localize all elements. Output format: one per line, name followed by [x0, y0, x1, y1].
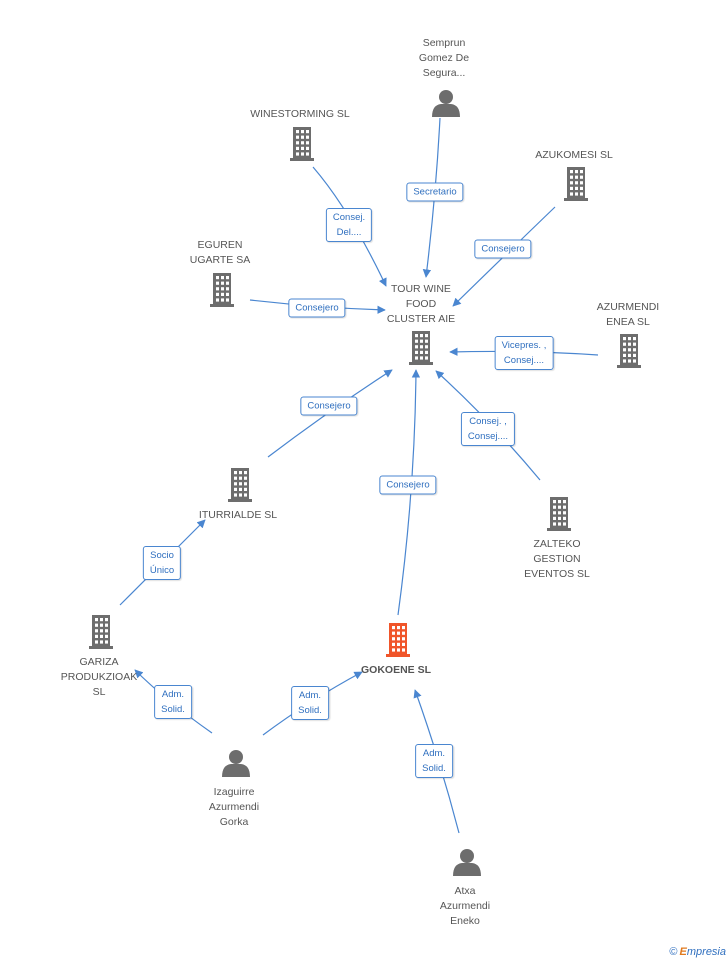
- node-label-line: UGARTE SA: [189, 254, 251, 266]
- node-label-line: Gorka: [219, 816, 249, 828]
- person-icon-atxa[interactable]: [453, 849, 481, 876]
- node-label-tour[interactable]: TOUR WINE FOOD CLUSTER AIE: [387, 282, 455, 327]
- edge-label-line: Socio: [150, 550, 174, 561]
- node-label-line: TOUR WINE: [391, 283, 451, 295]
- node-label-line: Segura...: [422, 67, 466, 79]
- building-icon-azurmendi_enea[interactable]: [617, 334, 641, 368]
- edge-label-winestorming-to-tour[interactable]: Consej. Del....: [325, 208, 373, 242]
- building-icon-tour[interactable]: [409, 331, 433, 365]
- edge-label-line: Adm.: [161, 689, 185, 700]
- person-icon-izaguirre[interactable]: [222, 750, 250, 777]
- edge-label-semprun-to-tour[interactable]: Secretario: [406, 182, 464, 202]
- building-icon-winestorming[interactable]: [290, 127, 314, 161]
- node-label-zalteko[interactable]: ZALTEKO GESTION EVENTOS SL: [524, 537, 590, 582]
- building-icon-iturrialde[interactable]: [228, 468, 252, 502]
- edge-label-line: Vicepres. ,: [501, 340, 547, 351]
- node-label-line: AZUKOMESI SL: [535, 149, 613, 161]
- footer-brand: ©Empresia: [669, 946, 726, 958]
- edge-label-line: Solid.: [298, 705, 322, 716]
- node-label-line: Semprun: [422, 37, 466, 49]
- edge-label-line: Consejero: [481, 243, 525, 255]
- building-icon-azukomesi[interactable]: [564, 167, 588, 201]
- node-label-line: Eneko: [450, 915, 480, 927]
- edge-label-line: Secretario: [413, 186, 457, 198]
- node-label-gariza[interactable]: GARIZA PRODUKZIOAK SL: [61, 655, 137, 700]
- edge-label-line: Adm.: [422, 748, 446, 759]
- edge-label-line: Consej....: [503, 355, 545, 366]
- copyright-symbol: ©: [669, 946, 678, 958]
- edge-label-line: Único: [149, 565, 175, 576]
- edge-label-line: Del....: [336, 227, 362, 238]
- brand-name: mpresia: [686, 946, 726, 958]
- node-label-line: ZALTEKO: [533, 538, 581, 550]
- edge-label-eguren-to-tour[interactable]: Consejero: [288, 298, 346, 318]
- edge-label-izaguirre-to-gariza[interactable]: Adm. Solid.: [154, 685, 192, 719]
- node-label-line: SL: [92, 686, 106, 698]
- node-label-line: GESTION: [533, 553, 581, 565]
- edge-label-line: Consej.: [332, 212, 366, 223]
- building-icon-gokoene[interactable]: [386, 623, 410, 657]
- edge-label-line: Adm.: [298, 690, 322, 701]
- node-label-azukomesi[interactable]: AZUKOMESI SL: [535, 148, 613, 163]
- node-label-eguren[interactable]: EGUREN UGARTE SA: [190, 238, 251, 268]
- edge-label-line: Consejero: [295, 302, 339, 314]
- node-label-line: WINESTORMING SL: [250, 108, 350, 120]
- edge-label-line: Consejero: [386, 479, 430, 491]
- edge-label-zalteko-to-tour[interactable]: Consej. , Consej....: [460, 412, 516, 446]
- node-label-gokoene[interactable]: GOKOENE SL: [361, 663, 431, 678]
- brand-initial: E: [679, 946, 687, 958]
- node-label-line: CLUSTER AIE: [386, 313, 456, 325]
- edge-label-line: Consejero: [307, 400, 351, 412]
- edge-label-azurmendi_enea-to-tour[interactable]: Vicepres. , Consej....: [494, 336, 554, 370]
- node-label-line: EGUREN: [197, 239, 243, 251]
- edge-label-atxa-to-gokoene[interactable]: Adm. Solid.: [415, 744, 453, 778]
- edge-label-izaguirre-to-gokoene[interactable]: Adm. Solid.: [291, 686, 329, 720]
- node-label-line: FOOD: [405, 298, 437, 310]
- node-label-line: ENEA SL: [606, 316, 650, 328]
- edge-label-iturrialde-to-tour[interactable]: Consejero: [300, 396, 358, 416]
- node-label-winestorming[interactable]: WINESTORMING SL: [250, 107, 350, 122]
- edge-label-line: Consej....: [467, 431, 509, 442]
- edge-label-line: Consej. ,: [469, 416, 507, 427]
- edge-label-line: Solid.: [161, 704, 185, 715]
- node-label-line: Azurmendi: [439, 900, 491, 912]
- node-label-line: Azurmendi: [208, 801, 260, 813]
- node-label-iturrialde[interactable]: ITURRIALDE SL: [199, 508, 277, 523]
- edge-label-line: Solid.: [422, 763, 446, 774]
- edge-label-gokoene-to-tour[interactable]: Consejero: [379, 475, 437, 495]
- node-label-line: AZURMENDI: [596, 301, 660, 313]
- edge-label-azukomesi-to-tour[interactable]: Consejero: [474, 239, 532, 259]
- building-icon-eguren[interactable]: [210, 273, 234, 307]
- node-label-line: GOKOENE SL: [360, 664, 432, 676]
- node-label-azurmendi_enea[interactable]: AZURMENDI ENEA SL: [597, 300, 659, 330]
- building-icon-zalteko[interactable]: [547, 497, 571, 531]
- building-icon-gariza[interactable]: [89, 615, 113, 649]
- node-label-line: PRODUKZIOAK: [60, 671, 138, 683]
- node-label-line: EVENTOS SL: [524, 568, 590, 580]
- person-icon-semprun[interactable]: [432, 90, 460, 117]
- node-label-line: GARIZA: [79, 656, 119, 668]
- node-label-line: ITURRIALDE SL: [198, 509, 278, 521]
- node-label-line: Gomez De: [418, 52, 470, 64]
- node-label-line: Izaguirre: [213, 786, 255, 798]
- node-label-line: Atxa: [454, 885, 476, 897]
